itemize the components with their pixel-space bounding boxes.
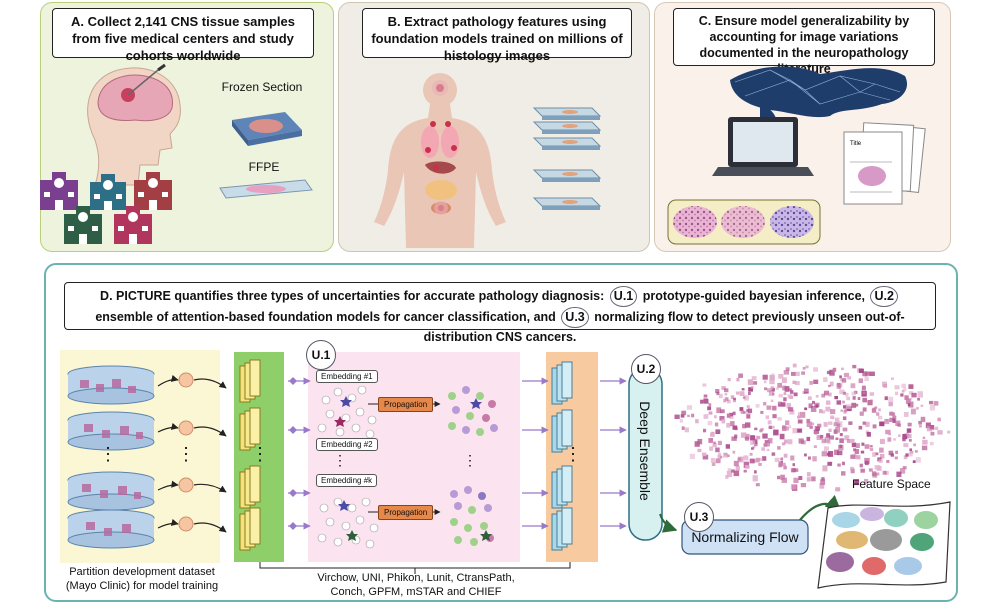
dataset-caption-line-2: (Mayo Clinic) for model training xyxy=(65,580,219,592)
feature-arrows-left xyxy=(288,377,311,530)
hospital-icon xyxy=(40,172,172,244)
feature-arrows-mid xyxy=(522,377,549,530)
embedding-2-label: Embedding #2 xyxy=(316,438,378,451)
u2-circle-label: U.2 xyxy=(631,354,661,384)
models-bracket xyxy=(259,562,571,569)
prototype-stars-k xyxy=(338,500,358,541)
feature-cloud xyxy=(674,363,951,492)
encoder-orange-dots: ⋮ xyxy=(564,444,582,464)
u1-circle-label: U.1 xyxy=(306,340,336,370)
embedding-1-label: Embedding #1 xyxy=(316,370,378,383)
encoder-stacks-green xyxy=(239,359,261,551)
slide-stack-icon xyxy=(532,107,602,210)
u1-description: prototype-guided bayesian inference, xyxy=(642,289,865,303)
models-list-line-1: Virchow, UNI, Phikon, Lunit, CtransPath, xyxy=(317,572,515,584)
dataset-caption-line-1: Partition development dataset xyxy=(69,566,215,578)
u3-circle-label: U.3 xyxy=(684,502,714,532)
frozen-section-label: Frozen Section xyxy=(221,80,303,94)
deep-ensemble-label: Deep Ensemble xyxy=(637,401,653,501)
normalizing-flow-box xyxy=(681,519,809,555)
panel-d-title: D. PICTURE quantifies three types of unc… xyxy=(64,282,936,344)
models-list-line-2: Conch, GPFM, mSTAR and CHIEF xyxy=(330,586,502,598)
propagation-label-k: Propagation xyxy=(378,505,434,520)
human-body-icon xyxy=(374,73,506,248)
ffpe-slide-icon xyxy=(219,179,313,199)
encoder-green-dots: ⋮ xyxy=(251,444,269,464)
prototype-stars-1 xyxy=(334,396,352,427)
laptop-icon xyxy=(712,117,814,176)
frozen-section-icon xyxy=(232,112,302,146)
feature-space-sheet xyxy=(817,501,951,589)
normalizing-flow-label: Normalizing Flow xyxy=(691,529,799,545)
dataset-cylinders xyxy=(67,365,155,549)
feature-diamonds-left xyxy=(289,377,297,530)
panel-d-title-prefix: D. PICTURE quantifies three types of unc… xyxy=(100,289,605,303)
panel-a-title: A. Collect 2,141 CNS tissue samples from… xyxy=(52,8,314,63)
patch-nodes xyxy=(178,372,194,532)
embedding-dots: ⋮ xyxy=(333,452,347,468)
encoder-stacks-orange xyxy=(551,361,573,551)
dataset-vertical-dots: ⋮ xyxy=(99,444,117,464)
propagated-cloud-1 xyxy=(448,386,498,436)
feature-arrows-right xyxy=(600,377,627,530)
u3-inline-tag: U.3 xyxy=(561,307,589,328)
node-vertical-dots: ⋮ xyxy=(177,444,195,464)
embedding-k-label: Embedding #k xyxy=(316,474,378,487)
data-arrows xyxy=(157,374,227,533)
feature-space-label: Feature Space xyxy=(852,477,931,491)
paper-title: Title xyxy=(850,141,862,147)
propagated-cloud-k xyxy=(450,486,494,546)
embedding-cloud-k xyxy=(317,497,379,549)
u2-description: ensemble of attention-based foundation m… xyxy=(95,310,556,324)
embedding-cloud-1 xyxy=(317,385,377,439)
u3-description: normalizing flow to detect previously un… xyxy=(423,310,905,344)
ensemble-to-flow-arrow xyxy=(659,513,678,533)
stain-variations-box xyxy=(667,199,821,245)
propagation-label-1: Propagation xyxy=(378,397,434,412)
propagated-dots: ⋮ xyxy=(463,452,477,468)
panel-b-title: B. Extract pathology features using foun… xyxy=(362,8,632,63)
head-brain-icon xyxy=(87,63,181,186)
panel-c-title: C. Ensure model generalizability by acco… xyxy=(673,8,935,76)
ffpe-label: FFPE xyxy=(248,160,280,174)
paper-stack-icon xyxy=(843,122,926,205)
